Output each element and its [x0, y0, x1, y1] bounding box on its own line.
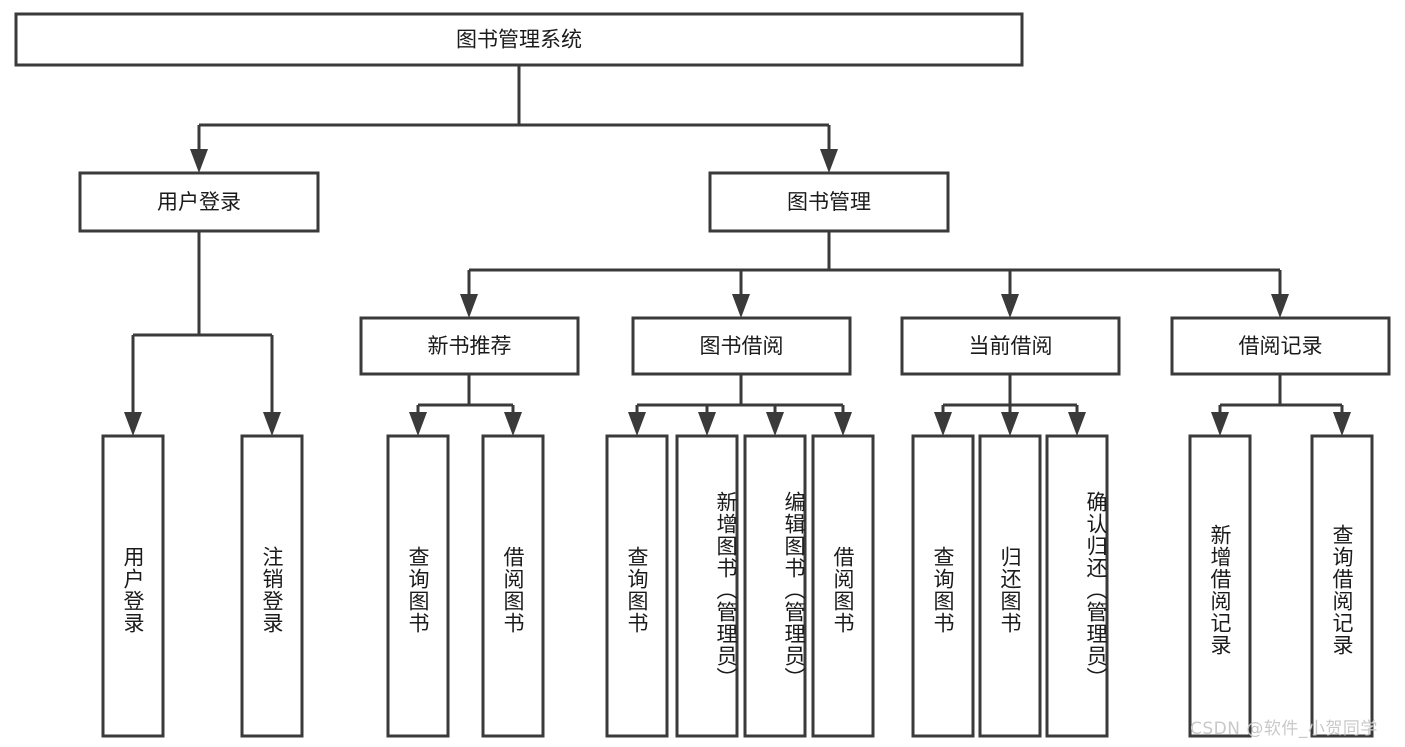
- node-label-root: 图书管理系统: [456, 28, 582, 52]
- node-leaf-borrow-book-1[interactable]: [481, 434, 545, 738]
- connector-arrowhead: [190, 149, 208, 173]
- node-leaf-confirm-return[interactable]: [1045, 434, 1109, 738]
- connector-arrowhead: [934, 412, 952, 436]
- node-box-leaf-query-record[interactable]: [1310, 434, 1374, 738]
- connector-arrowhead: [1271, 294, 1289, 318]
- connector-arrowhead: [1001, 412, 1019, 436]
- connector-arrowhead: [698, 412, 716, 436]
- node-box-leaf-edit-book[interactable]: [743, 434, 807, 738]
- node-current-borrow[interactable]: 当前借阅: [900, 316, 1121, 376]
- connector-arrowhead: [263, 412, 281, 436]
- connector-arrowhead: [504, 412, 522, 436]
- node-leaf-logout[interactable]: [240, 434, 304, 738]
- node-box-book-manage[interactable]: [708, 171, 950, 233]
- connector-arrowhead: [766, 412, 784, 436]
- node-leaf-borrow-book-2[interactable]: [811, 434, 875, 738]
- node-leaf-query-book-1[interactable]: [386, 434, 450, 738]
- node-label-book-manage: 图书管理: [787, 190, 871, 214]
- node-leaf-query-book-2[interactable]: [605, 434, 669, 738]
- node-label-current-borrow: 当前借阅: [969, 334, 1053, 358]
- connector-arrowhead: [1001, 294, 1019, 318]
- connector-arrowhead: [409, 412, 427, 436]
- node-label-new-book-rec: 新书推荐: [428, 334, 512, 358]
- node-box-leaf-user-login[interactable]: [101, 434, 165, 738]
- node-leaf-return-book[interactable]: [978, 434, 1042, 738]
- node-box-root[interactable]: [14, 12, 1024, 67]
- node-box-leaf-borrow-book-1[interactable]: [481, 434, 545, 738]
- connector-arrowhead: [732, 294, 750, 318]
- node-box-borrow-record[interactable]: [1170, 316, 1391, 376]
- connector-arrowhead: [1068, 412, 1086, 436]
- node-box-leaf-add-book[interactable]: [675, 434, 739, 738]
- node-box-current-borrow[interactable]: [900, 316, 1121, 376]
- node-leaf-edit-book[interactable]: [743, 434, 807, 738]
- node-label-book-borrow: 图书借阅: [700, 334, 784, 358]
- node-box-book-borrow[interactable]: [631, 316, 852, 376]
- connector-arrowhead: [628, 412, 646, 436]
- node-user-login[interactable]: 用户登录: [78, 171, 320, 233]
- node-box-leaf-query-book-3[interactable]: [911, 434, 975, 738]
- connector-layer: [124, 65, 1351, 436]
- node-borrow-record[interactable]: 借阅记录: [1170, 316, 1391, 376]
- node-leaf-query-record[interactable]: [1310, 434, 1374, 738]
- connector-arrowhead: [820, 149, 838, 173]
- csdn-watermark: CSDN @软件_小贺同学: [1190, 719, 1378, 739]
- connector-arrowhead: [124, 412, 142, 436]
- node-leaf-add-record[interactable]: [1188, 434, 1252, 738]
- node-book-manage[interactable]: 图书管理: [708, 171, 950, 233]
- node-box-leaf-query-book-2[interactable]: [605, 434, 669, 738]
- node-box-user-login[interactable]: [78, 171, 320, 233]
- node-leaf-add-book[interactable]: [675, 434, 739, 738]
- node-book-borrow[interactable]: 图书借阅: [631, 316, 852, 376]
- connector-arrowhead: [1211, 412, 1229, 436]
- node-box-leaf-confirm-return[interactable]: [1045, 434, 1109, 738]
- node-box-leaf-logout[interactable]: [240, 434, 304, 738]
- node-label-user-login: 用户登录: [157, 190, 241, 214]
- node-new-book-rec[interactable]: 新书推荐: [359, 316, 580, 376]
- node-box-leaf-return-book[interactable]: [978, 434, 1042, 738]
- node-label-borrow-record: 借阅记录: [1239, 334, 1323, 358]
- node-box-leaf-borrow-book-2[interactable]: [811, 434, 875, 738]
- node-leaf-user-login[interactable]: [101, 434, 165, 738]
- node-box-new-book-rec[interactable]: [359, 316, 580, 376]
- node-root[interactable]: 图书管理系统: [14, 12, 1024, 67]
- node-leaf-query-book-3[interactable]: [911, 434, 975, 738]
- connector-arrowhead: [460, 294, 478, 318]
- connector-arrowhead: [834, 412, 852, 436]
- node-box-leaf-query-book-1[interactable]: [386, 434, 450, 738]
- node-box-leaf-add-record[interactable]: [1188, 434, 1252, 738]
- connector-arrowhead: [1333, 412, 1351, 436]
